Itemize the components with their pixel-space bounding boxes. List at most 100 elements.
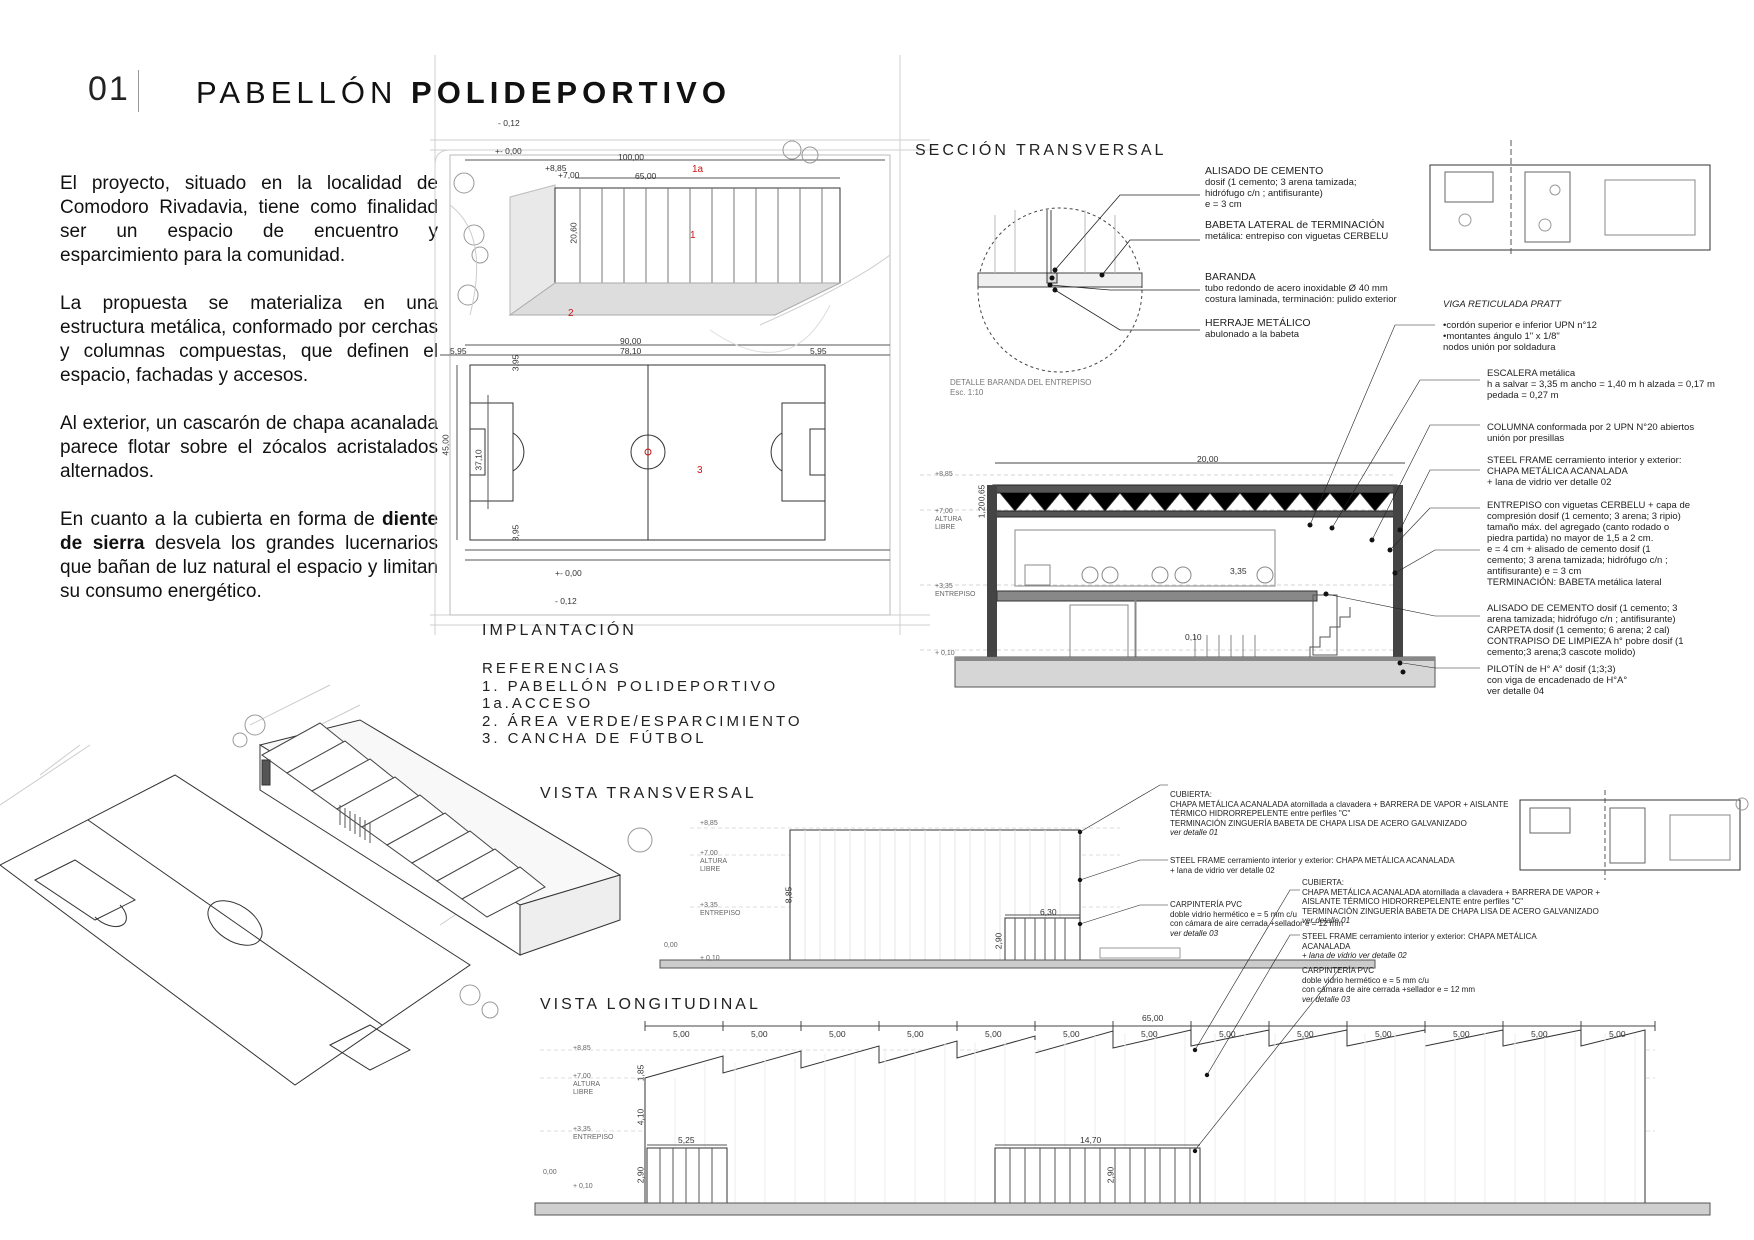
reference-item: 2. ÁREA VERDE/ESPARCIMIENTO <box>482 712 803 730</box>
vl-dim-410: 4,10 <box>635 1108 646 1126</box>
longitudinal-elevation <box>534 1021 1711 1216</box>
plan-level-a: +- 0,00 <box>495 146 522 156</box>
label-vista-transversal: VISTA TRANSVERSAL <box>540 785 757 802</box>
references-title: REFERENCIAS <box>482 660 622 677</box>
vl-dim-1470: 14,70 <box>1080 1135 1102 1145</box>
vl-note-cubierta: CUBIERTA:CHAPA METÁLICA ACANALADA atorni… <box>1302 878 1601 925</box>
cross-section-drawing <box>920 462 1436 688</box>
vl-bay-dimension: 5,00 <box>985 1029 1002 1039</box>
reference-item: 3. CANCHA DE FÚTBOL <box>482 730 707 747</box>
plan-level-d: +- 0,00 <box>555 568 582 578</box>
vl-bay-dimension: 5,00 <box>907 1029 924 1039</box>
reference-item: 1a.ACCESO <box>482 695 594 712</box>
vl-bay-dimension: 5,00 <box>1063 1029 1080 1039</box>
key-plan-top <box>1429 140 1711 255</box>
plan-level-b: +8,85 <box>545 163 567 173</box>
transverse-elevation <box>659 827 1376 969</box>
vt-note-cubierta: CUBIERTA:CHAPA METÁLICA ACANALADA atorni… <box>1170 790 1509 837</box>
vl-bay-dimension: 5,00 <box>1609 1029 1626 1039</box>
intro-p1: El proyecto, situado en la localidad de … <box>60 173 438 266</box>
vt-level-010: + 0,10 <box>700 955 720 962</box>
vl-bay-dimension: 5,00 <box>1531 1029 1548 1039</box>
vl-dim-65: 65,00 <box>1142 1013 1164 1023</box>
plan-dim-595b: 5,95 <box>810 346 827 356</box>
section-level-885: +8,85 <box>935 471 953 478</box>
note-viga-title: VIGA RETICULADA PRATT <box>1443 299 1561 310</box>
plan-level-e: - 0,12 <box>555 596 577 606</box>
label-vista-longitudinal: VISTA LONGITUDINAL <box>540 996 761 1013</box>
vl-note-steel-frame: STEEL FRAME cerramiento interior y exter… <box>1302 932 1537 960</box>
plan-dim-100: 100,00 <box>618 152 644 162</box>
axonometric-view <box>0 684 653 1086</box>
sheet-number: 01 <box>88 70 130 108</box>
plan-level-top: - 0,12 <box>498 118 520 128</box>
plan-dim-65: 65,00 <box>635 171 657 181</box>
reference-item: 1. PABELLÓN POLIDEPORTIVO <box>482 677 779 695</box>
plan-marker-1a: 1a <box>692 164 704 175</box>
vl-bay-dimension: 5,00 <box>673 1029 690 1039</box>
note-pilotin: PILOTÍN de H° A° dosif (1;3;3)con viga d… <box>1487 664 1628 697</box>
plan-marker-1: 1 <box>690 230 696 241</box>
label-implantacion: IMPLANTACIÓN <box>482 622 637 639</box>
vt-note-steel-frame: STEEL FRAME cerramiento interior y exter… <box>1170 856 1455 875</box>
section-dim-20: 20,00 <box>1197 454 1219 464</box>
intro-p4: En cuanto a la cubierta en forma de dien… <box>60 509 438 602</box>
title-bold: POLIDEPORTIVO <box>411 75 731 110</box>
vl-level-010: + 0,10 <box>573 1183 593 1190</box>
vl-bay-dimension: 5,00 <box>1375 1029 1392 1039</box>
vl-dim-525: 5,25 <box>678 1135 695 1145</box>
note-steel-frame: STEEL FRAME cerramiento interior y exter… <box>1487 455 1682 488</box>
vl-dim-290b: 2,90 <box>1105 1166 1116 1184</box>
vl-level-000: 0,00 <box>543 1169 557 1176</box>
vt-dim-630: 6,30 <box>1040 907 1057 917</box>
plan-marker-2: 2 <box>568 308 574 319</box>
note-columna: COLUMNA conformada por 2 UPN N°20 abiert… <box>1487 422 1695 444</box>
label-seccion-transversal: SECCIÓN TRANSVERSAL <box>915 142 1167 159</box>
vl-dim-185: 1,85 <box>635 1064 646 1082</box>
key-plan-right <box>1519 790 1749 880</box>
vl-bay-dimension: 5,00 <box>1297 1029 1314 1039</box>
section-level-010: + 0,10 <box>935 650 955 657</box>
intro-p3: Al exterior, un cascarón de chapa acanal… <box>60 413 438 482</box>
references: REFERENCIAS 1. PABELLÓN POLIDEPORTIVO 1a… <box>482 660 803 748</box>
intro-p2: La propuesta se materializa en una estru… <box>60 293 438 386</box>
vl-level-885: +8,85 <box>573 1045 591 1052</box>
vl-bay-dimension: 5,00 <box>751 1029 768 1039</box>
intro-text: El proyecto, situado en la localidad de … <box>60 172 438 604</box>
note-entrepiso: ENTREPISO con viguetas CERBELU + capa de… <box>1487 500 1691 588</box>
plan-dim-7810: 78,10 <box>620 346 642 356</box>
plan-dim-595a: 5,95 <box>450 346 467 356</box>
plan-level-c: +7,00 <box>558 170 580 180</box>
page-title: PABELLÓN POLIDEPORTIVO <box>196 75 731 111</box>
vl-bay-dimension: 5,00 <box>1453 1029 1470 1039</box>
note-viga: •cordón superior e inferior UPN n°12•mon… <box>1443 320 1597 353</box>
section-dim-010: 0,10 <box>1185 632 1202 642</box>
plan-marker-3: 3 <box>697 465 703 476</box>
vt-level-885: +8,85 <box>700 820 718 827</box>
plan-dim-90: 90,00 <box>620 336 642 346</box>
site-plan <box>430 55 930 635</box>
header-divider <box>138 70 139 112</box>
vt-level-000: 0,00 <box>664 942 678 949</box>
vl-bay-dimension: 5,00 <box>1141 1029 1158 1039</box>
vl-bay-dimension: 5,00 <box>829 1029 846 1039</box>
vl-dim-290a: 2,90 <box>635 1166 646 1184</box>
